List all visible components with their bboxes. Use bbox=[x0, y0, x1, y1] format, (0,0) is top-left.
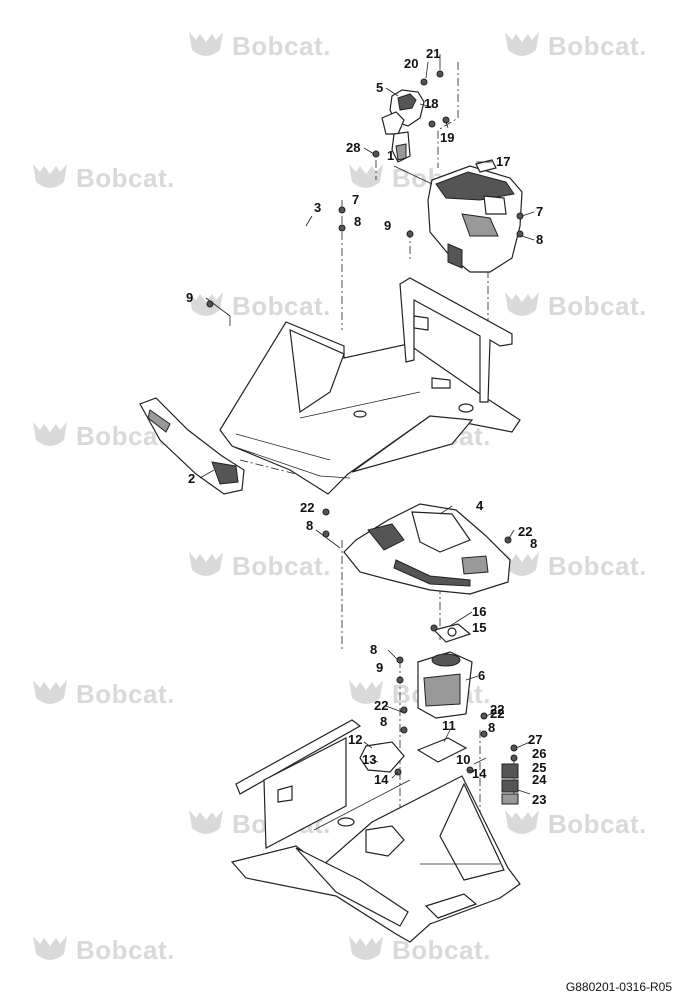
watermark: Bobcat. bbox=[186, 548, 331, 584]
part-23-grille bbox=[501, 763, 519, 805]
part-1-console bbox=[427, 159, 523, 273]
watermark-text: Bobcat. bbox=[232, 550, 331, 581]
callout: 15 bbox=[472, 620, 486, 635]
upper-floor-pan bbox=[219, 277, 521, 495]
callout: 8 bbox=[354, 214, 361, 229]
callout: 28 bbox=[346, 140, 360, 155]
assembly-lines bbox=[239, 62, 515, 830]
callout: 27 bbox=[528, 732, 542, 747]
watermark-text: Bobcat. bbox=[232, 290, 331, 321]
bobcat-logo-icon bbox=[505, 32, 539, 56]
bobcat-logo-icon bbox=[349, 680, 383, 704]
bobcat-logo-icon bbox=[189, 292, 223, 316]
part-2-trim bbox=[139, 397, 245, 495]
bobcat-logo-icon bbox=[33, 422, 67, 446]
callout: 7 bbox=[352, 192, 359, 207]
callout: 14 bbox=[374, 772, 389, 787]
callout: 21 bbox=[426, 46, 440, 61]
callout: 8 bbox=[306, 518, 313, 533]
callout: 7 bbox=[536, 204, 543, 219]
callout: 18 bbox=[424, 96, 438, 111]
callout: 19 bbox=[440, 130, 454, 145]
bobcat-logo-icon bbox=[349, 164, 383, 188]
watermark: Bobcat. bbox=[30, 932, 175, 968]
callout: 8 bbox=[370, 642, 377, 657]
watermark-text: Bobcat. bbox=[548, 290, 647, 321]
watermark: Bobcat. bbox=[30, 160, 175, 196]
watermark-text: Bobcat. bbox=[76, 934, 175, 965]
callout: 22 bbox=[518, 524, 532, 539]
watermark-text: Bobcat. bbox=[76, 678, 175, 709]
watermark-text: Bobcat. bbox=[548, 808, 647, 839]
callout: 8 bbox=[536, 232, 543, 247]
watermark: Bobcat. bbox=[502, 806, 647, 842]
bobcat-logo-icon bbox=[349, 936, 383, 960]
callout: 22 bbox=[490, 702, 504, 717]
bobcat-logo-icon bbox=[33, 936, 67, 960]
callout: 1 bbox=[387, 148, 394, 163]
watermark: Bobcat. bbox=[186, 28, 331, 64]
bobcat-logo-icon bbox=[505, 552, 539, 576]
callout: 6 bbox=[478, 668, 485, 683]
callout: 13 bbox=[362, 752, 376, 767]
watermark: Bobcat. bbox=[502, 28, 647, 64]
callout: 20 bbox=[404, 56, 418, 71]
leader-lines bbox=[199, 54, 535, 795]
callout: 23 bbox=[532, 792, 546, 807]
callout: 10 bbox=[456, 752, 470, 767]
lower-floor-pan bbox=[230, 719, 521, 943]
callout: 14 bbox=[472, 766, 487, 781]
callout: 24 bbox=[532, 772, 547, 787]
callout: 9 bbox=[186, 290, 193, 305]
callout: 11 bbox=[442, 718, 456, 733]
callout: 8 bbox=[530, 536, 537, 551]
callout: 2 bbox=[188, 471, 195, 486]
part-6-pedestal bbox=[417, 651, 473, 719]
watermark-text: Bobcat. bbox=[548, 550, 647, 581]
callout: 16 bbox=[472, 604, 486, 619]
callout: 22 bbox=[490, 706, 504, 721]
part-15-plate bbox=[432, 623, 472, 643]
callout: 5 bbox=[376, 80, 383, 95]
bobcat-logo-icon bbox=[33, 164, 67, 188]
document-id: G880201-0316-R05 bbox=[565, 980, 672, 994]
watermark: Bobcat. bbox=[30, 676, 175, 712]
bobcat-logo-icon bbox=[189, 810, 223, 834]
bobcat-logo-icon bbox=[33, 680, 67, 704]
cover-plates bbox=[359, 737, 468, 773]
bobcat-logo-icon bbox=[505, 810, 539, 834]
part-5-control-handle bbox=[381, 89, 425, 163]
watermark-text: Bobcat. bbox=[548, 30, 647, 61]
bobcat-logo-icon bbox=[189, 552, 223, 576]
callout: 3 bbox=[314, 200, 321, 215]
callout: 25 bbox=[532, 760, 546, 775]
callout: 9 bbox=[376, 660, 383, 675]
watermark-text: Bobcat. bbox=[76, 162, 175, 193]
bobcat-logo-icon bbox=[505, 292, 539, 316]
watermark: Bobcat. bbox=[186, 288, 331, 324]
watermark: Bobcat. bbox=[502, 288, 647, 324]
callout: 4 bbox=[476, 498, 484, 513]
callout: 8 bbox=[488, 720, 495, 735]
callout: 22 bbox=[300, 500, 314, 515]
bobcat-logo-icon bbox=[189, 32, 223, 56]
callout: 9 bbox=[384, 218, 391, 233]
callouts: 1 2 3 4 5 6 7 8 9 10 11 12 13 14 15 16 1… bbox=[186, 46, 547, 807]
callout: 8 bbox=[380, 714, 387, 729]
callout: 17 bbox=[496, 154, 510, 169]
part-4-console-shell bbox=[343, 503, 511, 595]
watermark: Bobcat. bbox=[502, 548, 647, 584]
callout: 22 bbox=[374, 698, 388, 713]
watermark-text: Bobcat. bbox=[232, 30, 331, 61]
callout: 12 bbox=[348, 732, 362, 747]
callout: 26 bbox=[532, 746, 546, 761]
